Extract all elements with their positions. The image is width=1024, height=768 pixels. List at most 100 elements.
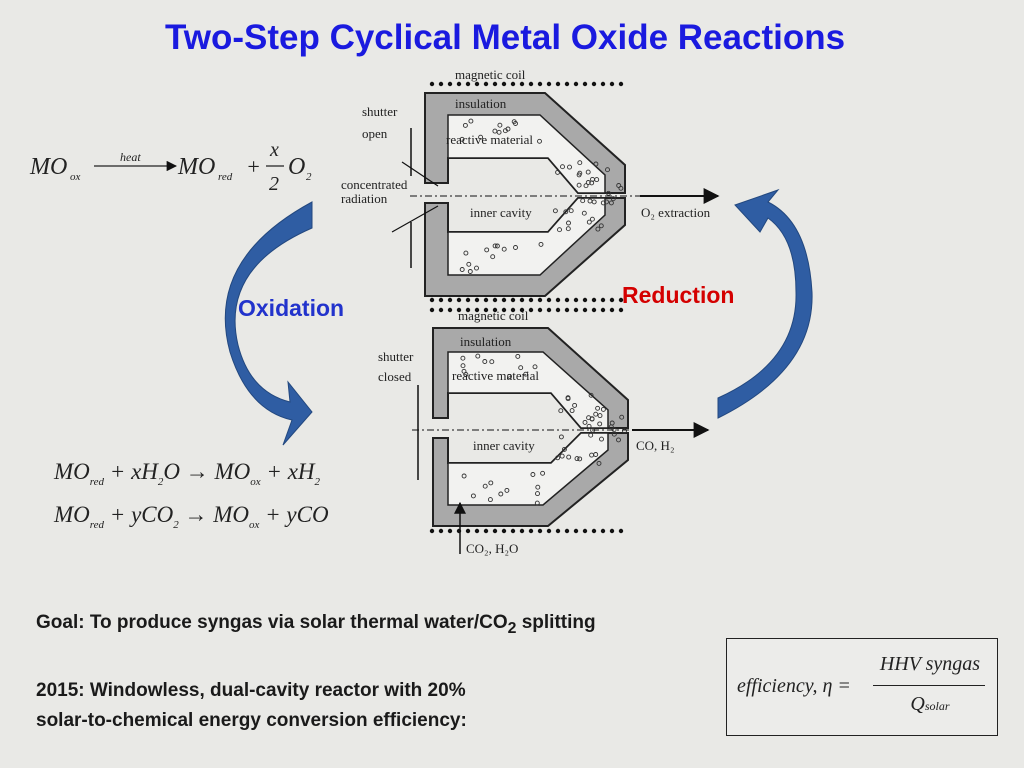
coil-dot [609, 528, 615, 534]
reactive-material-label: reactive material [446, 132, 533, 147]
particle [558, 434, 564, 440]
reactive-material-upper [447, 351, 609, 429]
particle [588, 392, 594, 398]
particle [462, 122, 468, 128]
particle [576, 182, 582, 188]
slide-title: Two-Step Cyclical Metal Oxide Reactions [164, 18, 846, 57]
particle [580, 198, 586, 204]
particle [478, 134, 484, 140]
coil-dot [429, 528, 435, 534]
coil-dot [438, 81, 444, 87]
particle [513, 245, 518, 250]
coil-dot [546, 307, 552, 313]
coil-dot [456, 297, 462, 303]
particle [619, 414, 625, 420]
particle [482, 483, 488, 489]
particle [461, 368, 467, 374]
coil-dot [510, 81, 516, 87]
coil-dot [447, 81, 453, 87]
particle [482, 359, 488, 364]
coil-dot [474, 81, 480, 87]
oxidation-label: Oxidation [238, 295, 344, 321]
efficiency-formula-box: efficiency, η = HHV syngas Qsolar [726, 638, 998, 736]
svg-text:red: red [218, 171, 233, 183]
particle [593, 411, 599, 417]
coil-dot [573, 307, 579, 313]
svg-text:MOred + xH2O → MOox + xH2: MOred + xH2O → MOox + xH2 [53, 459, 321, 488]
coil-dot [555, 528, 561, 534]
coil-dot [510, 528, 516, 534]
coil-dot [438, 528, 444, 534]
note-line-1: 2015: Windowless, dual-cavity reactor wi… [36, 680, 466, 701]
coil-dot [528, 81, 534, 87]
coil-dot [438, 307, 444, 313]
coil-dot [600, 528, 606, 534]
coil-dot [564, 528, 570, 534]
particle [470, 493, 476, 499]
reduction-equation: MO ox heat MO red + x 2 O 2 [29, 139, 312, 195]
particle [586, 423, 592, 429]
particle [572, 402, 578, 408]
particle [490, 254, 496, 260]
particle [502, 128, 508, 134]
coil-dot [591, 528, 597, 534]
particle [595, 226, 601, 232]
coil-dot [537, 297, 543, 303]
particle [474, 265, 479, 271]
particle [582, 419, 588, 425]
reduction-label: Reduction [622, 282, 734, 308]
coil-dot [582, 81, 588, 87]
reactor-bottom: magnetic coil shutter closed insulation … [378, 307, 710, 556]
particle [589, 216, 595, 222]
coil-dot [519, 528, 525, 534]
coil-dot [546, 81, 552, 87]
coil-dot [573, 528, 579, 534]
particle [467, 269, 473, 274]
coil-dot [591, 307, 597, 313]
coil-dot [618, 297, 624, 303]
particle [518, 365, 524, 371]
svg-text:2: 2 [306, 171, 312, 183]
coil-dot [537, 307, 543, 313]
particle [566, 454, 572, 460]
efficiency-denominator: Qsolar [910, 693, 950, 715]
particle [561, 446, 567, 452]
coil-dot [492, 307, 498, 313]
particle [589, 416, 595, 422]
coil-dot [510, 297, 516, 303]
particle [552, 208, 558, 214]
svg-text:2: 2 [269, 173, 279, 195]
coil-dot [465, 307, 471, 313]
coil-dot [429, 307, 435, 313]
inner-cavity-label: inner cavity [473, 438, 535, 453]
svg-text:MO: MO [29, 154, 67, 180]
particle [597, 421, 603, 427]
particle [600, 406, 606, 412]
particle [583, 183, 589, 189]
particle [585, 180, 591, 185]
particle [460, 355, 466, 361]
coil-dot [546, 297, 552, 303]
coil-dot [492, 528, 498, 534]
coil-dot [546, 528, 552, 534]
coil-dot [447, 297, 453, 303]
particle [494, 243, 500, 249]
coil-dot [429, 81, 435, 87]
particle [515, 353, 521, 359]
coil-dot [564, 81, 570, 87]
coil-dots-top-lower [429, 297, 624, 303]
particle [558, 408, 564, 414]
svg-text:x: x [269, 139, 279, 161]
shutter-state-label: closed [378, 369, 412, 384]
particle [565, 396, 571, 402]
coil-dot [438, 297, 444, 303]
coil-dot [582, 307, 588, 313]
particle [555, 169, 561, 175]
particle [569, 408, 575, 414]
particle [581, 210, 587, 216]
particle [540, 470, 546, 476]
particle [598, 223, 604, 229]
particle [608, 200, 614, 206]
particle [597, 413, 603, 419]
coil-dot [501, 297, 507, 303]
